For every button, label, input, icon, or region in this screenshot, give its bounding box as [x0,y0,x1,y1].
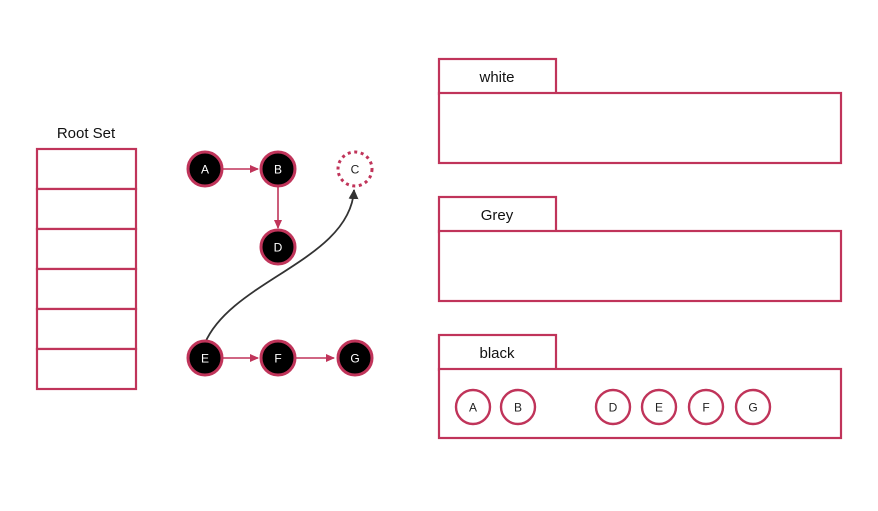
set-black-member-label: B [514,401,522,415]
node-e-label: E [201,352,209,366]
set-black-member-label: D [609,401,618,415]
set-black-label: black [479,345,515,362]
root-set-slot [35,347,138,391]
set-black-member-label: E [655,401,663,415]
root-set-slot [35,187,138,231]
root-set-title: Root Set [57,125,116,142]
set-black-member-label: A [469,401,477,415]
node-g-label: G [350,352,359,366]
set-black-member: G [734,388,772,426]
root-set-slot [35,147,138,191]
node-e: E [186,339,224,377]
root-set-slot [35,307,138,351]
set-black-member: F [687,388,725,426]
set-black-member: E [640,388,678,426]
set-white-label: white [478,69,514,86]
set-black-box [437,367,843,440]
root-set-slot [35,267,138,311]
set-grey: Grey [437,195,843,303]
node-c-label: C [351,163,360,177]
set-black-member-label: F [702,401,709,415]
set-black-member: B [499,388,537,426]
set-black-member: D [594,388,632,426]
node-d-label: D [274,241,283,255]
set-black-member-label: G [748,401,757,415]
set-black-member: A [454,388,492,426]
set-grey-box [437,229,843,303]
node-b-label: B [274,163,282,177]
node-f: F [259,339,297,377]
root-set: Root Set [35,125,138,391]
node-d: D [259,228,297,266]
set-white-box [437,91,843,165]
set-white: white [437,57,843,165]
set-black: black A B D E F G [437,333,843,440]
set-grey-tab [437,195,558,234]
node-g: G [336,339,374,377]
edge-e-c [204,189,359,344]
node-c: C [336,150,374,188]
node-b: B [259,150,297,188]
node-a-label: A [201,163,209,177]
node-f-label: F [274,352,281,366]
set-grey-label: Grey [481,207,514,224]
node-a: A [186,150,224,188]
edges [204,165,359,362]
object-graph: A B C D E F G [186,150,374,377]
root-set-slot [35,227,138,271]
